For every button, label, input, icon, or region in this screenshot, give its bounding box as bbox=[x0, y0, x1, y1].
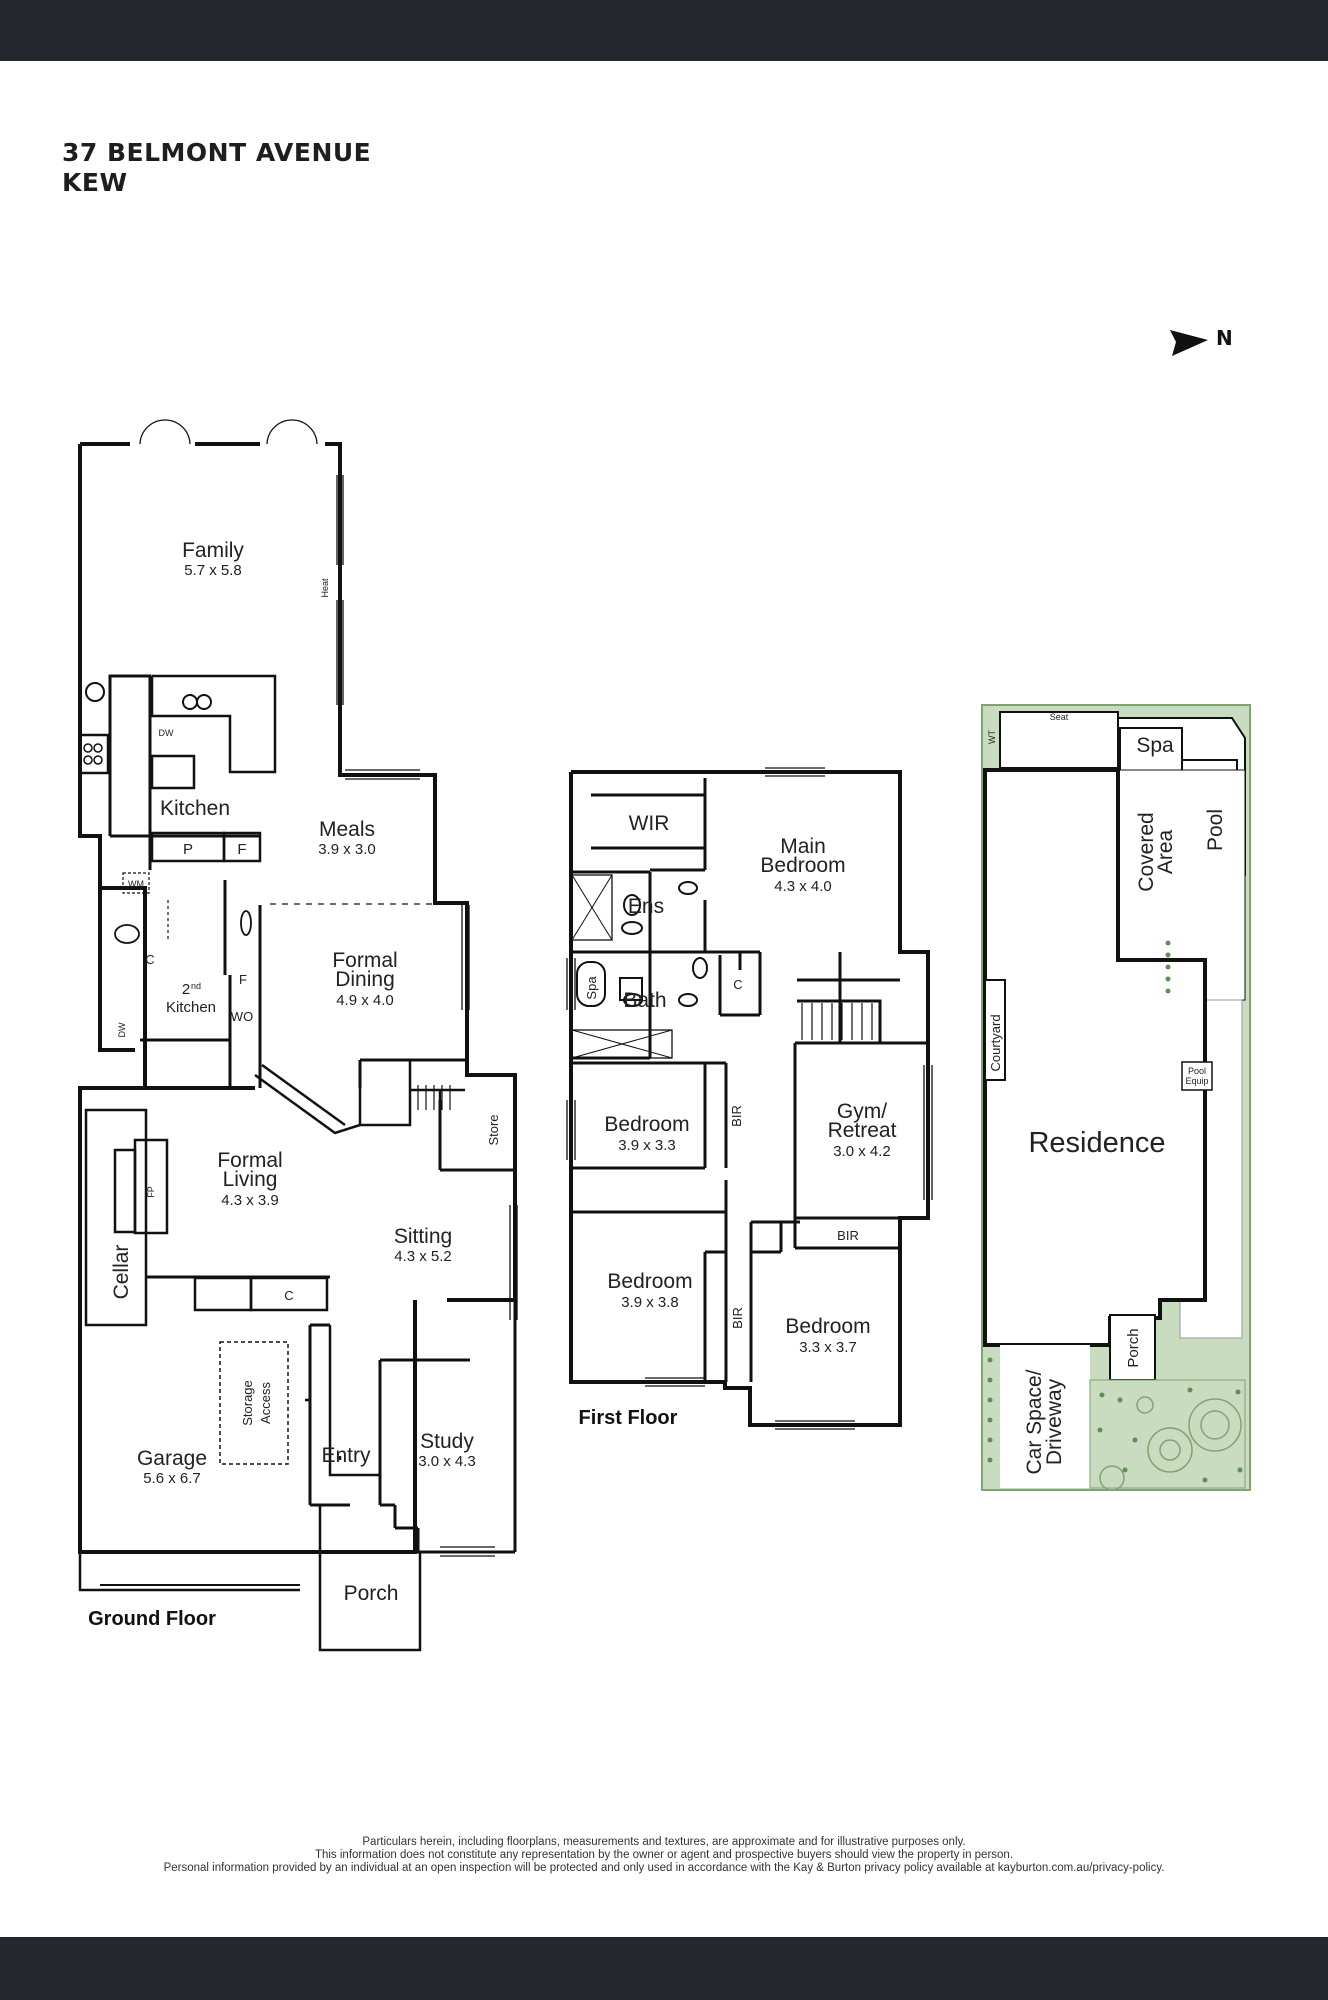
garage-walls bbox=[78, 1276, 380, 1592]
pantry-label: P bbox=[183, 841, 193, 858]
bottom-bar bbox=[0, 1937, 1328, 2000]
second-kitchen-label: Kitchen bbox=[166, 999, 216, 1016]
dishwasher-label: DW bbox=[159, 728, 174, 738]
first-floor-fixtures bbox=[571, 874, 708, 1059]
fireplace-label: FP bbox=[146, 1186, 156, 1198]
first-floor-interior-walls bbox=[571, 778, 928, 1382]
porch-label: Porch bbox=[344, 1582, 399, 1605]
bedroom-b-dims: 3.9 x 3.8 bbox=[621, 1294, 679, 1311]
disclaimer-line-1: Particulars herein, including floorplans… bbox=[362, 1836, 966, 1848]
bir-c-label: BIR bbox=[837, 1228, 859, 1243]
bath-label: Bath bbox=[623, 989, 666, 1012]
main-bedroom-dims: 4.3 x 4.0 bbox=[774, 878, 832, 895]
kitchen-island bbox=[78, 674, 277, 863]
fridge-label: F bbox=[237, 841, 246, 858]
address-street: 37 BELMONT AVENUE bbox=[62, 138, 372, 167]
cupboard-label: C bbox=[145, 952, 154, 967]
residence-label: Residence bbox=[1028, 1127, 1165, 1159]
car-space-label-2: Driveway bbox=[1043, 1378, 1066, 1465]
pool-label: Pool bbox=[1204, 809, 1227, 851]
address-suburb: KEW bbox=[62, 168, 128, 197]
storage-access-label-1: Storage bbox=[240, 1380, 255, 1426]
compass-label: N bbox=[1216, 326, 1233, 350]
first-floor-title: First Floor bbox=[579, 1407, 678, 1429]
family-label: Family bbox=[182, 539, 244, 562]
fridge2-label: F bbox=[239, 972, 247, 987]
meals-label: Meals bbox=[319, 818, 375, 841]
second-kitchen-num: 2 bbox=[182, 981, 190, 998]
formal-dining-dims: 4.9 x 4.0 bbox=[336, 992, 394, 1009]
gym-label-2: Retreat bbox=[828, 1119, 897, 1142]
garden-trees bbox=[1099, 1396, 1242, 1491]
bedroom-c-dims: 3.3 x 3.7 bbox=[799, 1339, 857, 1356]
cupboard-ff-label: C bbox=[733, 977, 742, 992]
wir-label: WIR bbox=[629, 812, 670, 835]
entry-label: Entry bbox=[321, 1444, 371, 1467]
study-dims: 3.0 x 4.3 bbox=[418, 1453, 476, 1470]
second-kitchen-sup: nd bbox=[191, 981, 201, 991]
courtyard-label: Courtyard bbox=[988, 1014, 1003, 1071]
water-tank-label: WT bbox=[987, 730, 997, 744]
cellar-label: Cellar bbox=[110, 1245, 133, 1300]
covered-area-label-2: Area bbox=[1154, 830, 1177, 875]
bedroom-c-label: Bedroom bbox=[785, 1315, 870, 1338]
dishwasher2-label: DW bbox=[117, 1022, 127, 1037]
property-address: 37 BELMONT AVENUE KEW bbox=[62, 138, 371, 198]
pool-equip-label-2: Equip bbox=[1185, 1076, 1208, 1086]
covered-area-label-1: Covered bbox=[1135, 812, 1158, 891]
car-space-label-1: Car Space/ bbox=[1023, 1369, 1046, 1474]
formal-dining-label-2: Dining bbox=[335, 968, 395, 991]
spa-label: Spa bbox=[1136, 734, 1174, 757]
ground-floor-walls bbox=[78, 442, 517, 1554]
garage-label: Garage bbox=[137, 1447, 207, 1470]
family-dims: 5.7 x 5.8 bbox=[184, 562, 242, 579]
formal-living-dims: 4.3 x 3.9 bbox=[221, 1192, 279, 1209]
main-bedroom-label-2: Bedroom bbox=[760, 854, 845, 877]
pool-equip-label-1: Pool bbox=[1188, 1066, 1206, 1076]
study-label: Study bbox=[420, 1430, 474, 1453]
meals-dims: 3.9 x 3.0 bbox=[318, 841, 376, 858]
heat-label: Heat bbox=[320, 578, 330, 598]
disclaimer: Particulars herein, including floorplans… bbox=[0, 1836, 1328, 1875]
seat-label: Seat bbox=[1050, 712, 1069, 722]
garage-dims: 5.6 x 6.7 bbox=[143, 1470, 201, 1487]
top-bar bbox=[0, 0, 1328, 61]
spa-ff-label: Spa bbox=[584, 976, 599, 1000]
bedroom-a-label: Bedroom bbox=[604, 1113, 689, 1136]
ground-floor-title: Ground Floor bbox=[88, 1608, 216, 1630]
kitchen-label: Kitchen bbox=[160, 797, 230, 820]
bir-a-label: BIR bbox=[729, 1105, 744, 1127]
gym-dims: 3.0 x 4.2 bbox=[833, 1143, 891, 1160]
entry-walls bbox=[318, 1506, 422, 1652]
first-floor-windows bbox=[566, 767, 933, 1430]
wall-oven-label: WO bbox=[231, 1009, 253, 1024]
disclaimer-line-3: Personal information provided by an indi… bbox=[163, 1862, 1165, 1874]
stairs bbox=[409, 1003, 873, 1110]
cellar-walls bbox=[84, 1108, 169, 1327]
store-label: Store bbox=[486, 1114, 501, 1145]
garden-shrubs bbox=[987, 940, 1243, 1483]
gym-label-1: Gym/ bbox=[837, 1100, 887, 1123]
disclaimer-line-2: This information does not constitute any… bbox=[314, 1849, 1014, 1861]
washing-machine-label: WM bbox=[128, 879, 144, 889]
formal-living-label-2: Living bbox=[223, 1168, 278, 1191]
site-porch-label: Porch bbox=[1125, 1328, 1142, 1367]
north-arrow-icon bbox=[1170, 330, 1208, 356]
storage-access-label-2: Access bbox=[258, 1382, 273, 1424]
cupboard-garage-label: C bbox=[284, 1288, 293, 1303]
bir-b-label: BIR bbox=[730, 1307, 745, 1329]
bedroom-a-dims: 3.9 x 3.3 bbox=[618, 1137, 676, 1154]
ground-floor-windows bbox=[139, 419, 518, 1557]
main-bedroom-label-1: Main bbox=[780, 835, 826, 858]
formal-dining-label-1: Formal bbox=[332, 949, 397, 972]
sitting-label: Sitting bbox=[394, 1225, 452, 1248]
bedroom-b-label: Bedroom bbox=[607, 1270, 692, 1293]
ensuite-label: Ens bbox=[628, 895, 664, 918]
site-plan bbox=[981, 704, 1251, 1491]
formal-living-label-1: Formal bbox=[217, 1149, 282, 1172]
sitting-dims: 4.3 x 5.2 bbox=[394, 1248, 452, 1265]
